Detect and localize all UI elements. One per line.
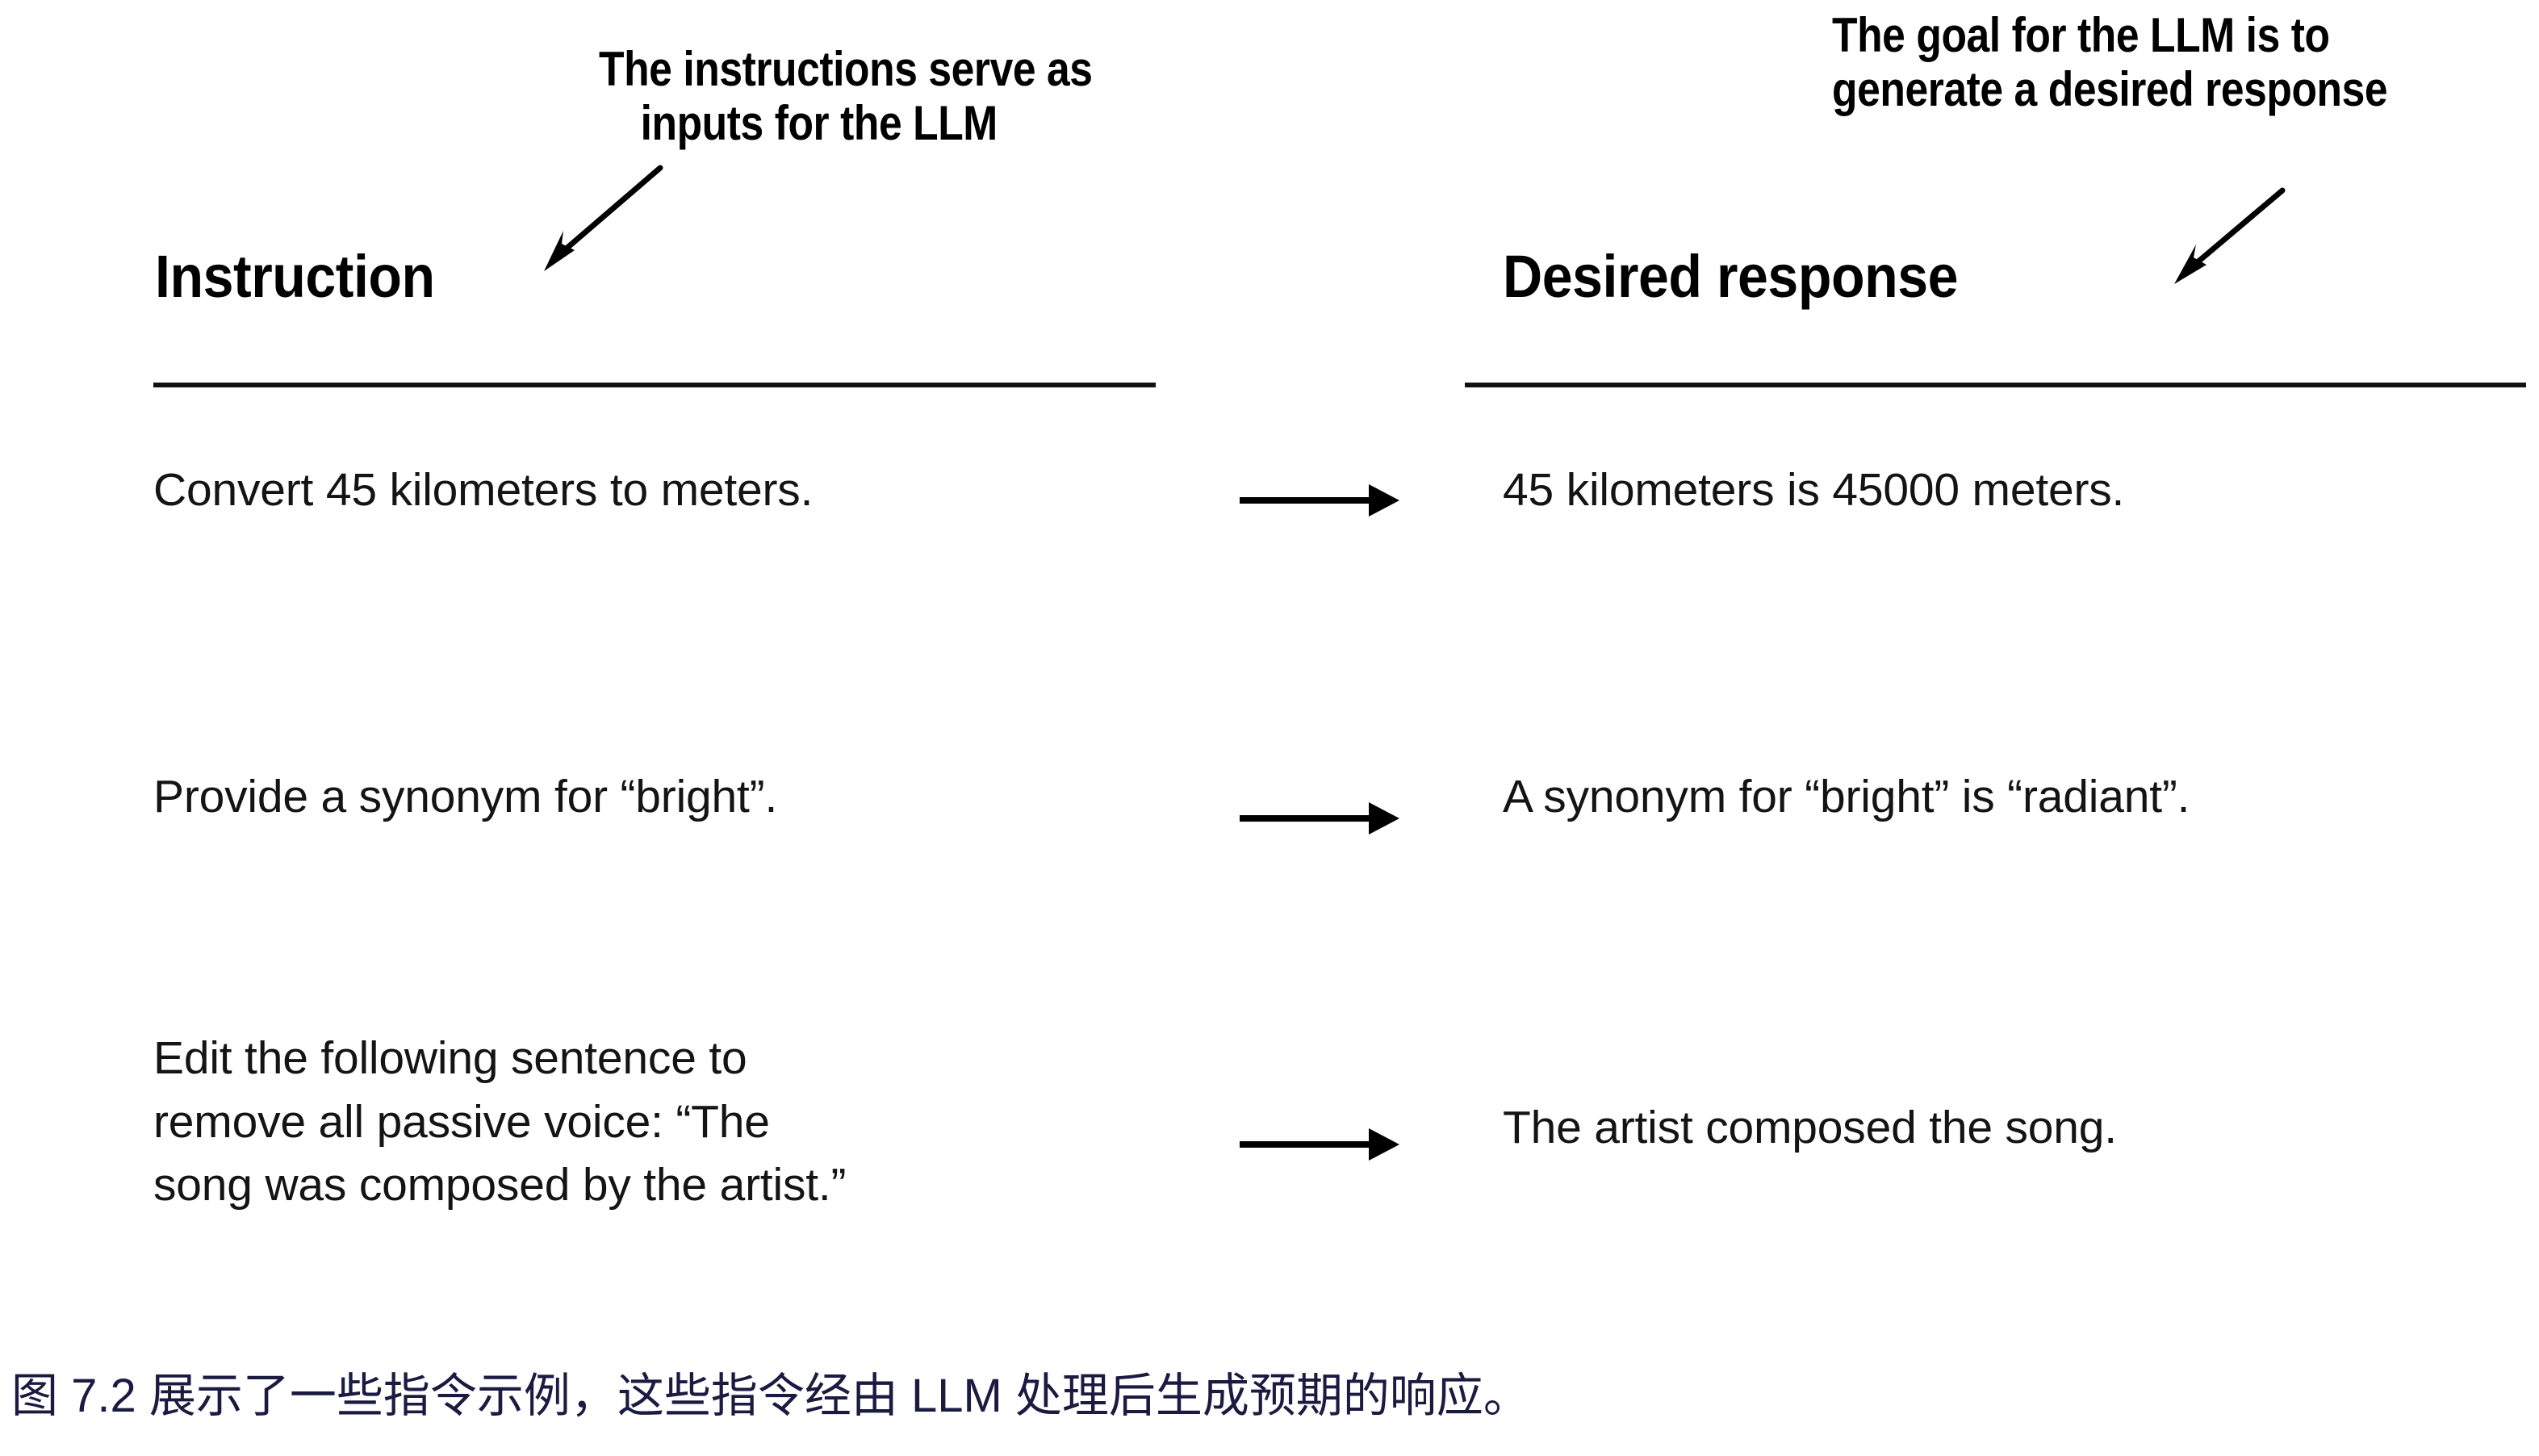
row-connector-arrow-icon-3 [1240,1128,1399,1161]
column-header-desired-response: Desired response [1503,243,1959,310]
annotation-response-arrow-icon [2174,187,2286,284]
figure-caption: 图 7.2 展示了一些指令示例，这些指令经由 LLM 处理后生成预期的响应。 [11,1370,1530,1422]
annotation-instruction-line-1: The instructions serve as [599,42,1093,96]
response-cell-2: A synonym for “bright” is “radiant”. [1503,771,2190,822]
annotation-response-line-1: The goal for the LLM is to [1832,8,2330,62]
annotation-response-line-2: generate a desired response [1832,62,2388,117]
instruction-cell-3: Edit the following sentence to remove al… [153,1032,847,1211]
instruction-cell-2: Provide a synonym for “bright”. [153,771,778,822]
response-cell-1: 45 kilometers is 45000 meters. [1503,464,2125,516]
annotation-instruction-arrow-icon [544,165,663,271]
annotation-instruction-line-2: inputs for the LLM [640,96,998,151]
header-rule-instruction [153,383,1156,387]
row-connector-arrow-icon-2 [1240,802,1399,835]
column-header-instruction: Instruction [155,243,435,310]
header-rule-response [1465,383,2526,387]
annotation-instruction-callout: The instructions serve as inputs for the… [599,42,1093,150]
instruction-cell-1: Convert 45 kilometers to meters. [153,464,814,516]
annotation-response-callout: The goal for the LLM is to generate a de… [1832,8,2388,117]
row-connector-arrow-icon-1 [1240,484,1399,517]
response-cell-3: The artist composed the song. [1503,1102,2117,1153]
